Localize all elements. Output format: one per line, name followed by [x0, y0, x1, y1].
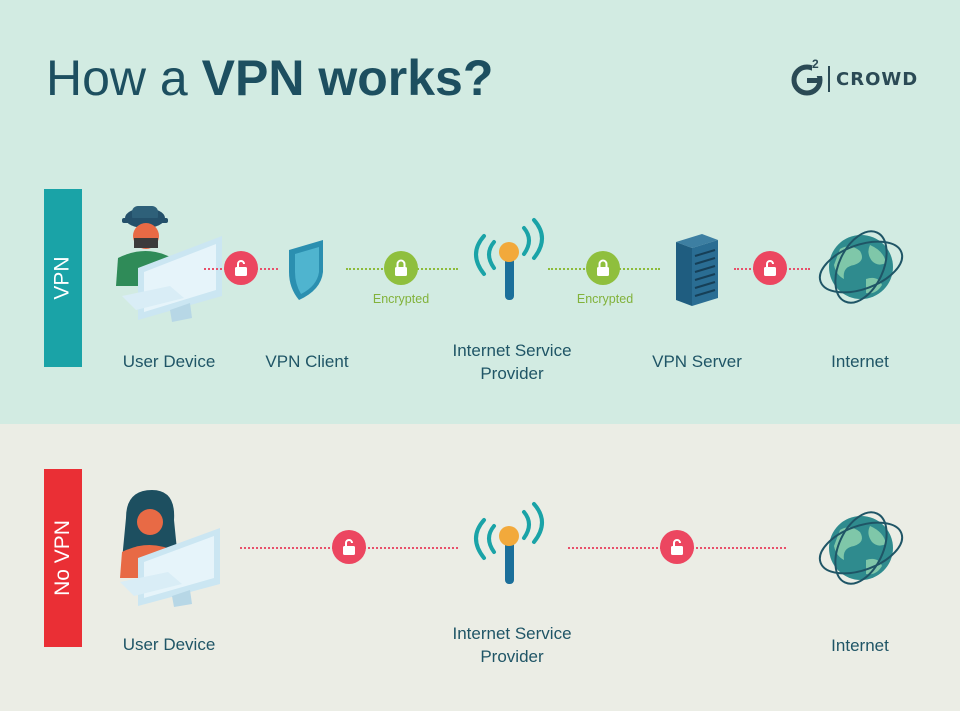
- node-label-user-device: User Device: [122, 635, 216, 654]
- globe-icon: [816, 508, 906, 588]
- node-label-vpn-server: VPN Server: [652, 352, 742, 371]
- logo-superscript: 2: [812, 57, 819, 71]
- title-bold: VPN works?: [201, 50, 494, 106]
- logo-text: CROWD: [836, 68, 919, 90]
- unlocked-icon: [224, 251, 258, 285]
- logo-divider: [828, 66, 830, 92]
- node-label-vpn-client: VPN Client: [265, 352, 349, 371]
- title-prefix: How a: [46, 50, 202, 106]
- node-label-isp: Internet Service Provider: [452, 341, 572, 383]
- unlocked-icon: [660, 530, 694, 564]
- antenna-icon: [472, 214, 548, 304]
- node-label-isp: Internet Service Provider: [452, 624, 572, 666]
- g2-logo-icon: G 2: [790, 57, 824, 96]
- node-label-user-device: User Device: [122, 352, 216, 371]
- globe-icon: [816, 227, 906, 307]
- user-device-icon: [110, 198, 225, 323]
- g2-crowd-logo: G 2 CROWD: [790, 57, 919, 96]
- node-label-internet: Internet: [831, 352, 889, 371]
- node-label-internet: Internet: [831, 636, 889, 655]
- vpn-section-label: VPN: [44, 189, 82, 367]
- no-vpn-section-label: No VPN: [44, 469, 82, 647]
- page-title: How a VPN works?: [46, 50, 493, 106]
- unlocked-icon: [753, 251, 787, 285]
- antenna-icon: [472, 498, 548, 588]
- unlocked-icon: [332, 530, 366, 564]
- encrypted-label: Encrypted: [576, 292, 634, 306]
- server-icon: [672, 232, 722, 308]
- locked-icon: [586, 251, 620, 285]
- shield-icon: [285, 238, 329, 302]
- user-device-icon: [108, 488, 223, 608]
- locked-icon: [384, 251, 418, 285]
- encrypted-label: Encrypted: [372, 292, 430, 306]
